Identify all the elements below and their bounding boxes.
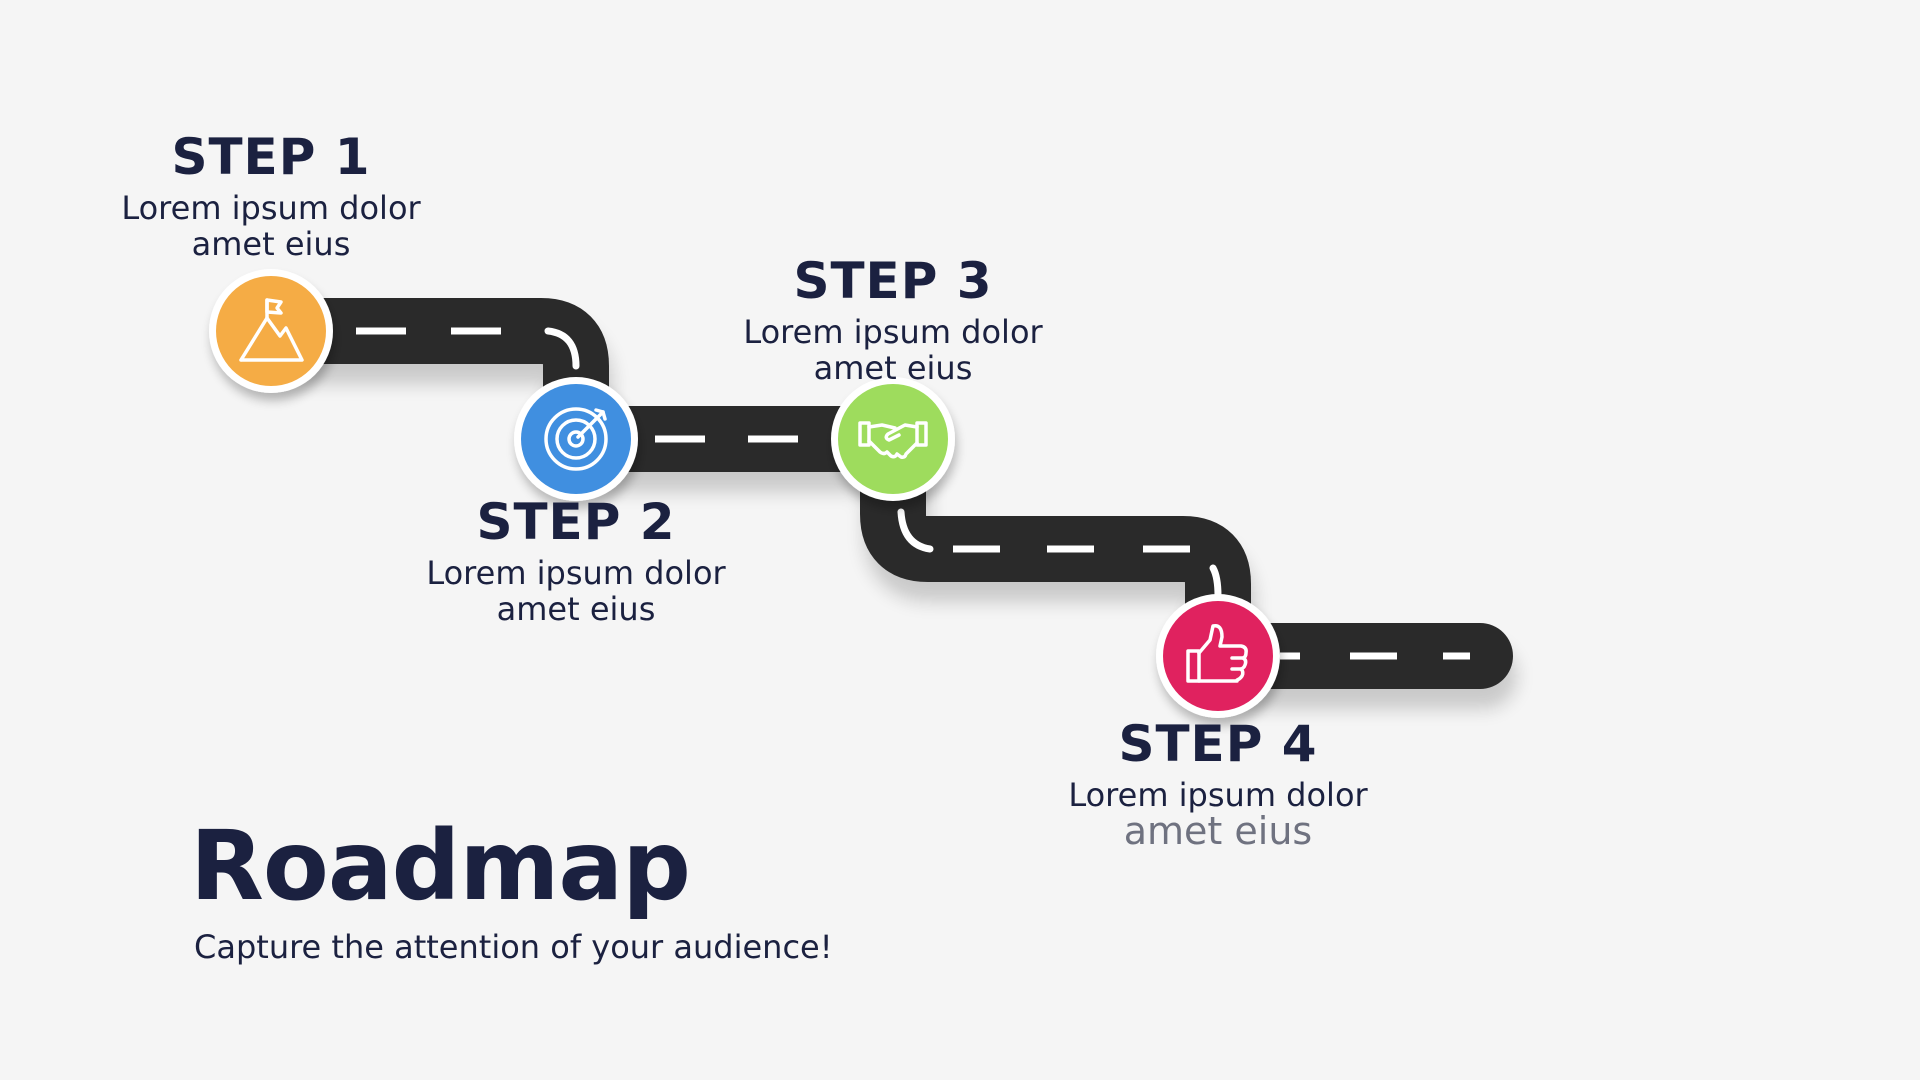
page-title: Roadmap <box>190 810 691 922</box>
step-3-desc-line-2: amet eius <box>813 348 973 387</box>
step-4-label: STEP 4 Lorem ipsum dolor amet eius <box>1028 715 1408 853</box>
step-3-label: STEP 3 Lorem ipsum dolor amet eius <box>703 255 1083 386</box>
handshake-icon <box>858 421 928 459</box>
step-1-desc-line-2: amet eius <box>191 224 351 263</box>
road-marking-curve-2 <box>897 508 934 553</box>
road-dashes <box>356 327 1470 660</box>
step-1-desc-line-1: Lorem ipsum dolor <box>121 188 421 227</box>
step-3-title: STEP 3 <box>793 252 993 310</box>
thumbs-up-icon <box>1186 623 1248 683</box>
step-1-label: STEP 1 Lorem ipsum dolor amet eius <box>81 131 461 262</box>
step-2-desc-line-2: amet eius <box>496 589 656 628</box>
step-2-description: Lorem ipsum dolor amet eius <box>386 555 766 627</box>
road-marking-curve-3 <box>1209 564 1222 600</box>
road-marking-curve-1 <box>544 327 580 370</box>
step-3-desc-line-1: Lorem ipsum dolor <box>743 312 1043 351</box>
step-1-marker <box>209 269 333 393</box>
title-block: Roadmap Capture the attention of your au… <box>190 818 833 966</box>
step-1-description: Lorem ipsum dolor amet eius <box>81 190 461 262</box>
step-3-description: Lorem ipsum dolor amet eius <box>703 314 1083 386</box>
step-4-desc-line-1: Lorem ipsum dolor <box>1068 775 1368 814</box>
step-2-circle <box>521 384 631 494</box>
step-1-circle <box>216 276 326 386</box>
step-2-title: STEP 2 <box>476 493 676 551</box>
step-1-title: STEP 1 <box>171 128 371 186</box>
step-4-desc-line-2: amet eius <box>1123 808 1313 853</box>
page-subtitle: Capture the attention of your audience! <box>194 928 833 966</box>
step-3-marker <box>831 377 955 501</box>
step-4-title: STEP 4 <box>1118 715 1318 773</box>
step-2-label: STEP 2 Lorem ipsum dolor amet eius <box>386 496 766 627</box>
step-4-description: Lorem ipsum dolor amet eius <box>1028 775 1408 853</box>
step-4-marker <box>1156 594 1280 718</box>
step-2-desc-line-1: Lorem ipsum dolor <box>426 553 726 592</box>
mountain-flag-icon <box>239 298 304 362</box>
step-4-circle <box>1163 601 1273 711</box>
step-2-marker <box>514 377 638 501</box>
target-icon <box>544 407 608 471</box>
